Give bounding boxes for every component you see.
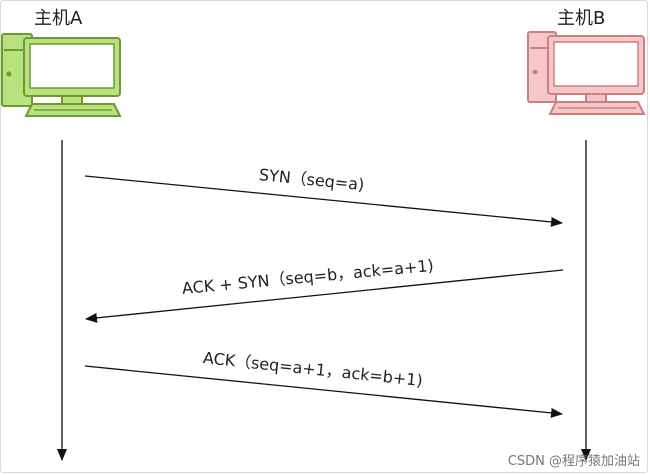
ack-arrow bbox=[84, 365, 563, 418]
host-a-computer-icon bbox=[1, 33, 122, 117]
host-b-label: 主机B bbox=[557, 8, 606, 29]
host-a-label: 主机A bbox=[34, 8, 83, 29]
watermark: CSDN @程序猿加油站 bbox=[507, 454, 640, 469]
syn-ack-arrow bbox=[85, 269, 564, 323]
syn-arrow bbox=[84, 175, 563, 227]
host-b-computer-icon bbox=[527, 31, 646, 115]
